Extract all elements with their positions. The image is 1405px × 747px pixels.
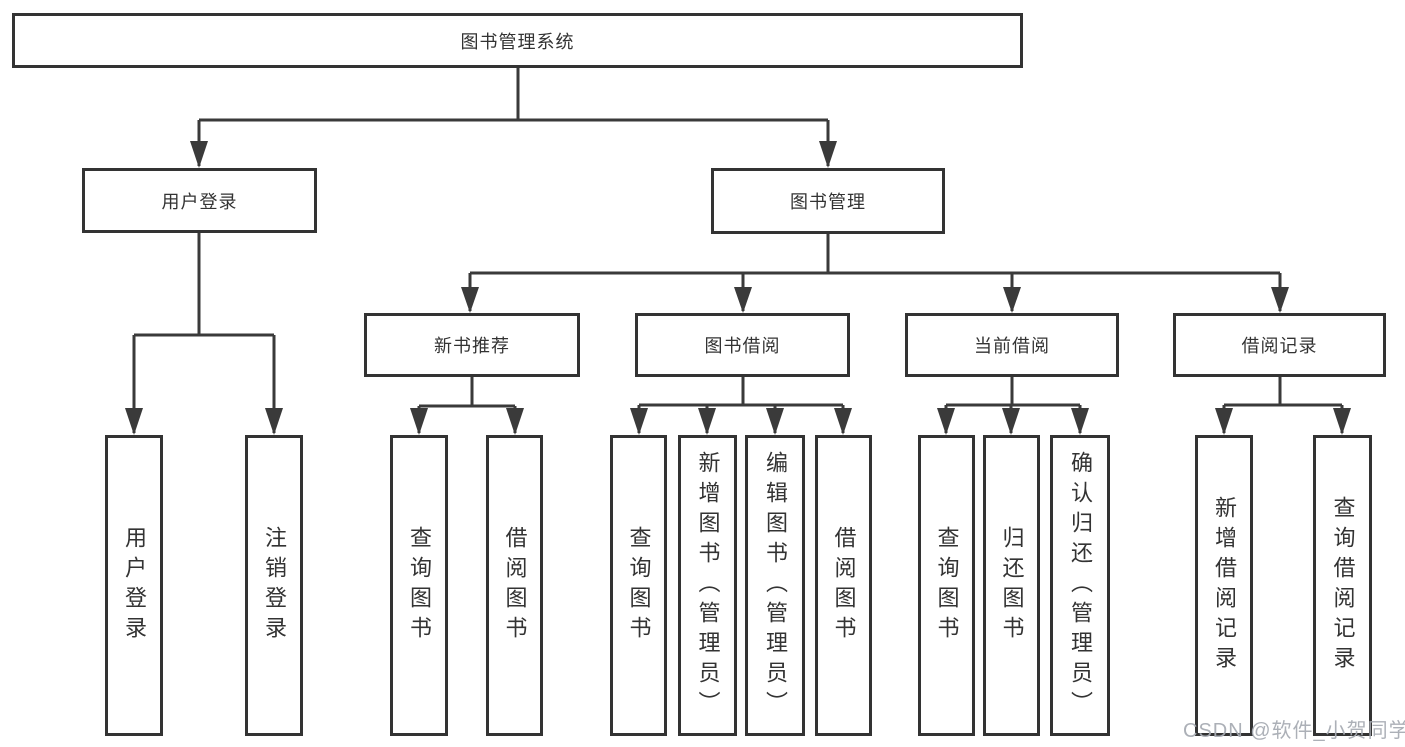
node-label: 查询图书: [934, 525, 960, 646]
leaf-logout: 注销登录: [245, 435, 303, 736]
node-label: 用户登录: [161, 191, 238, 212]
leaf-borrow-books: 借阅图书: [815, 435, 872, 736]
connector-bookborrow-to-leaves: [637, 377, 845, 433]
leaf-query-books: 查询图书: [390, 435, 448, 736]
node-label: 新增图书（管理员）: [695, 450, 721, 721]
connector-newbook-to-leaves: [417, 377, 517, 433]
node-label: 新增借阅记录: [1212, 495, 1237, 676]
leaf-confirm-return-admin: 确认归还（管理员）: [1050, 435, 1110, 736]
node-label: 查询图书: [407, 525, 432, 646]
leaf-query-borrow-record: 查询借阅记录: [1313, 435, 1372, 736]
node-label: 归还图书: [999, 525, 1025, 646]
node-label: 用户登录: [122, 525, 147, 646]
leaf-add-borrow-record: 新增借阅记录: [1195, 435, 1253, 736]
node-label: 借阅图书: [502, 525, 528, 646]
node-book-borrowing: 图书借阅: [635, 313, 850, 377]
arrowheads: [125, 141, 1351, 435]
node-current-borrowing: 当前借阅: [905, 313, 1119, 377]
leaf-add-book-admin: 新增图书（管理员）: [678, 435, 737, 736]
node-label: 借阅记录: [1241, 336, 1318, 356]
connector-bookmgmt-to-level3: [468, 234, 1282, 311]
node-label: 借阅图书: [831, 525, 857, 646]
leaf-borrow-books: 借阅图书: [486, 435, 543, 736]
connector-userlogin-to-leaves: [132, 233, 276, 433]
node-label: 图书管理: [790, 192, 866, 212]
node-label: 图书借阅: [704, 336, 781, 356]
node-new-book-recommendation: 新书推荐: [364, 313, 580, 377]
node-label: 确认归还（管理员）: [1068, 450, 1093, 721]
leaf-edit-book-admin: 编辑图书（管理员）: [745, 435, 805, 736]
leaf-user-login: 用户登录: [105, 435, 163, 736]
node-label: 查询图书: [626, 525, 652, 646]
node-label: 图书管理系统: [460, 31, 575, 52]
node-label: 编辑图书（管理员）: [763, 450, 788, 721]
connector-borrowrec-to-leaves: [1222, 377, 1344, 433]
node-book-management: 图书管理: [711, 168, 945, 234]
node-label: 当前借阅: [974, 336, 1050, 356]
csdn-watermark: CSDN @软件_小贺同学: [1183, 720, 1405, 742]
node-library-management-system: 图书管理系统: [12, 13, 1023, 68]
leaf-return-book: 归还图书: [983, 435, 1040, 736]
node-label: 注销登录: [262, 525, 287, 646]
leaf-query-books: 查询图书: [610, 435, 667, 736]
node-label: 新书推荐: [434, 336, 510, 356]
node-user-login: 用户登录: [82, 168, 317, 233]
leaf-query-books: 查询图书: [918, 435, 975, 736]
connector-root-to-level2: [197, 68, 830, 166]
node-label: 查询借阅记录: [1330, 495, 1356, 676]
node-borrowing-records: 借阅记录: [1173, 313, 1386, 377]
